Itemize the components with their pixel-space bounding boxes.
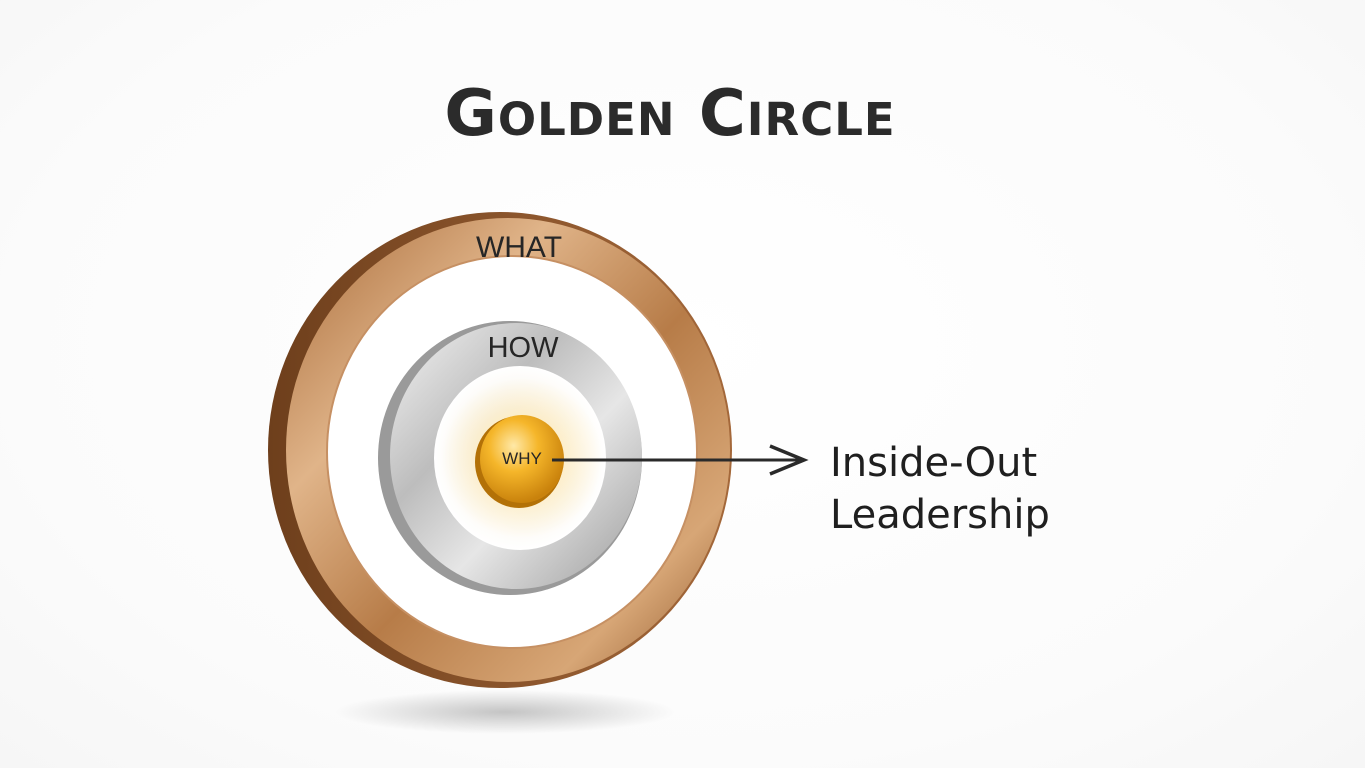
annotation-line1: Inside-Out xyxy=(830,440,1038,486)
floor-shadow xyxy=(335,690,675,734)
core-circle-why xyxy=(442,378,602,538)
label-what: WHAT xyxy=(476,231,562,264)
label-how: HOW xyxy=(488,332,560,364)
annotation-text: Inside-Out Leadership xyxy=(830,437,1050,541)
page-title: Golden Circle xyxy=(444,77,896,151)
annotation-line2: Leadership xyxy=(830,492,1050,538)
label-why: WHY xyxy=(502,449,542,468)
arrow-connector xyxy=(552,444,809,476)
